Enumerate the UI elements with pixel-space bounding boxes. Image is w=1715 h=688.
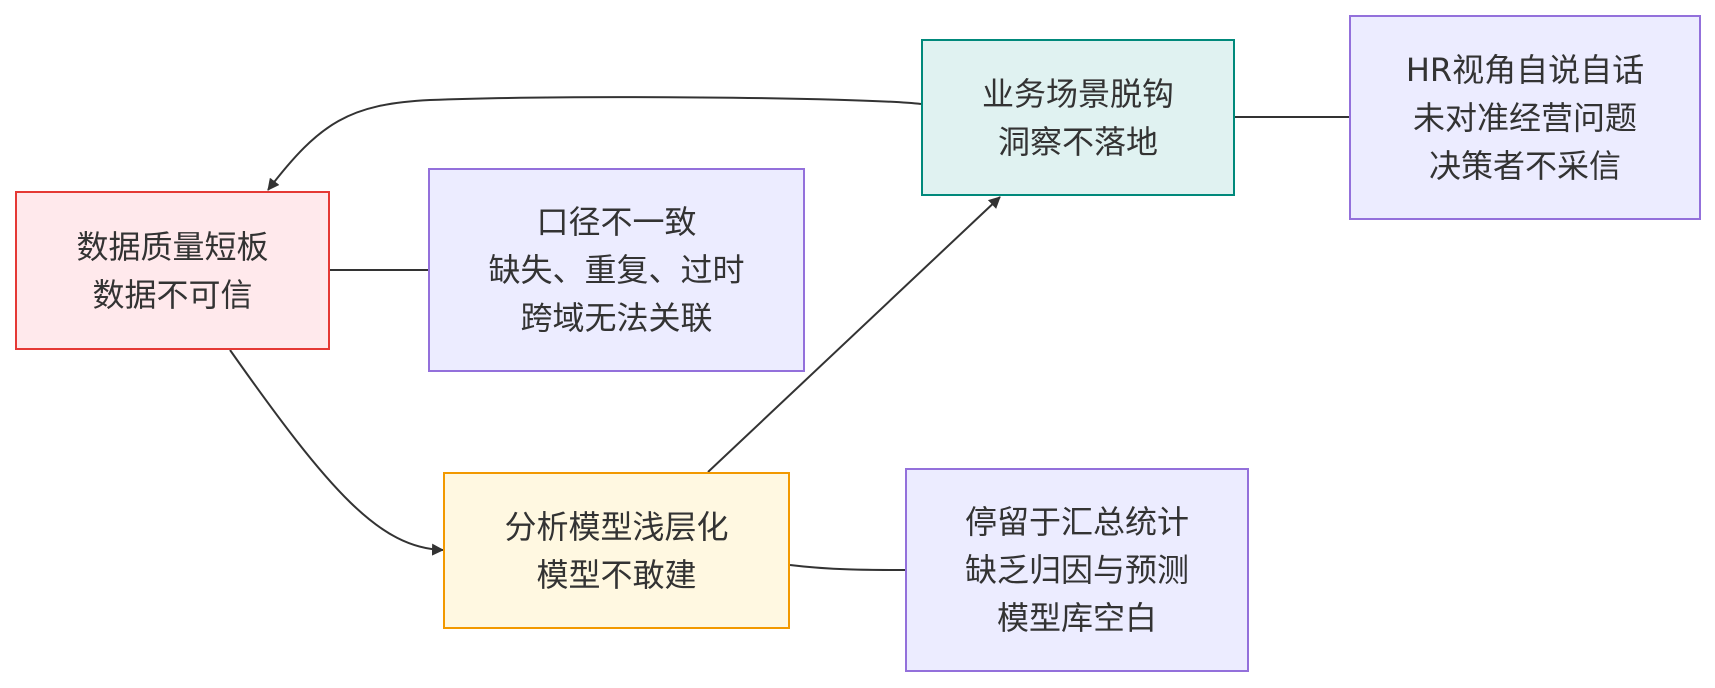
edge-scene-to-data-quality [267,96,922,191]
node-analysis-model-line-1: 分析模型浅层化 [504,507,729,546]
node-data-quality-detail-line-3: 跨域无法关联 [520,299,713,337]
node-analysis-model-line-2: 模型不敢建 [536,555,697,594]
link-model-detail [789,564,906,571]
node-data-quality-detail: 口径不一致 缺失、重复、过时 跨域无法关联 [428,168,805,372]
edge-model-to-scene [707,196,1001,473]
node-business-scene-detail-line-2: 未对准经营问题 [1412,98,1637,137]
node-data-quality-detail-line-1: 口径不一致 [536,203,697,241]
node-analysis-model-detail: 停留于汇总统计 缺乏归因与预测 模型库空白 [905,468,1249,672]
node-business-scene-detail: HR视角自说自话 未对准经营问题 决策者不采信 [1349,15,1701,220]
node-analysis-model-detail-line-2: 缺乏归因与预测 [964,551,1189,589]
node-analysis-model: 分析模型浅层化 模型不敢建 [443,472,790,629]
edge-data-quality-to-model [229,349,444,556]
node-business-scene-detail-line-3: 决策者不采信 [1428,146,1621,185]
node-analysis-model-detail-line-3: 模型库空白 [996,599,1157,637]
node-data-quality-detail-line-2: 缺失、重复、过时 [488,251,745,289]
node-business-scene-detail-line-1: HR视角自说自话 [1405,50,1645,89]
node-business-scene-line-1: 业务场景脱钩 [981,74,1174,113]
node-data-quality: 数据质量短板 数据不可信 [15,191,330,350]
node-business-scene: 业务场景脱钩 洞察不落地 [921,39,1235,196]
node-business-scene-line-2: 洞察不落地 [997,122,1158,161]
node-analysis-model-detail-line-1: 停留于汇总统计 [964,503,1189,541]
node-data-quality-line-1: 数据质量短板 [76,227,269,266]
node-data-quality-line-2: 数据不可信 [92,275,253,314]
